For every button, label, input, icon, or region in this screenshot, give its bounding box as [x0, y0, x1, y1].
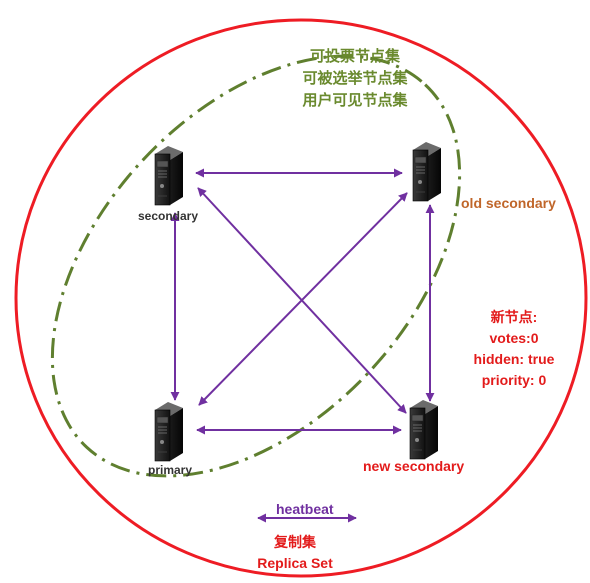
node-label-secondary: secondary — [138, 209, 199, 223]
heartbeat-legend-label: heatbeat — [276, 501, 334, 517]
voting-group-label: 可投票节点集 可被选举节点集 用户可见节点集 — [290, 46, 420, 112]
server-icon — [154, 145, 184, 206]
replica-set-label: 复制集 Replica Set — [240, 532, 350, 574]
node-label-primary: primary — [148, 463, 193, 477]
server-icon — [412, 141, 442, 202]
server-icon — [409, 399, 439, 460]
replica-set-boundary — [14, 18, 588, 578]
replica-set-label-en: Replica Set — [257, 555, 333, 571]
new-node-priority: priority: 0 — [481, 372, 547, 388]
voting-group-line-1: 可投票节点集 — [309, 48, 400, 65]
node-label-old-secondary: old secondary — [461, 195, 556, 211]
node-label-new-secondary: new secondary — [363, 458, 465, 474]
voting-group-outline — [50, 54, 462, 478]
voting-group-line-3: 用户可见节点集 — [302, 92, 408, 109]
new-node-votes: votes:0 — [489, 330, 539, 346]
heartbeat-diagonal-up — [198, 192, 408, 406]
voting-group-line-2: 可被选举节点集 — [302, 70, 408, 87]
new-node-hidden: hidden: true — [473, 351, 555, 367]
new-node-config: 新节点: votes:0 hidden: true priority: 0 — [459, 307, 569, 391]
server-icon — [154, 401, 184, 462]
heartbeat-connections — [170, 168, 435, 435]
replica-set-label-cn: 复制集 — [274, 534, 316, 550]
new-node-title: 新节点: — [490, 309, 538, 325]
